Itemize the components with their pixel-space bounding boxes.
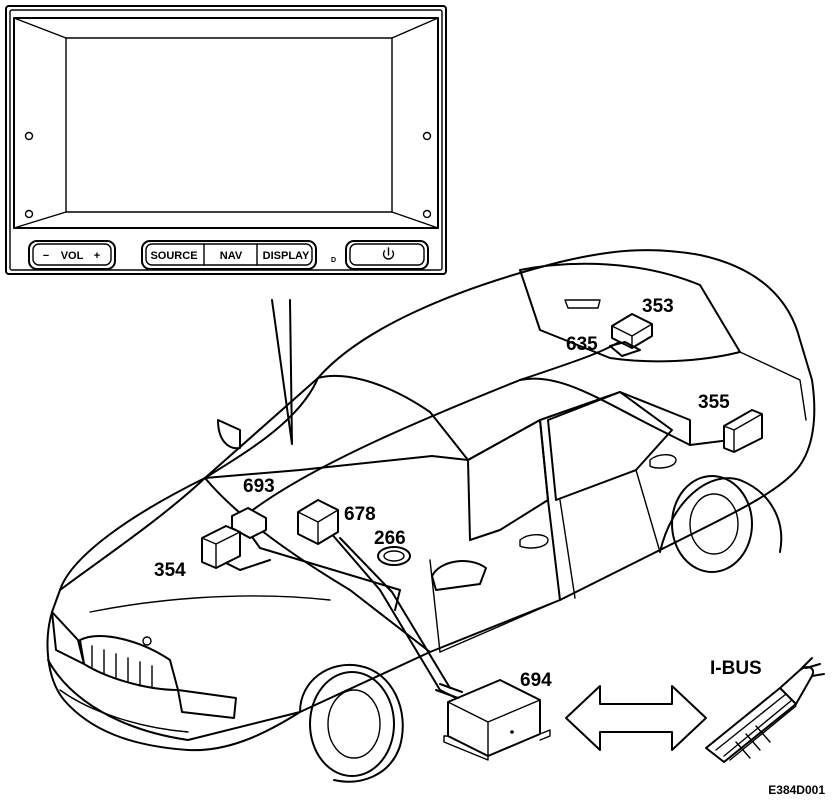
callout-635: 635: [566, 334, 598, 355]
front-wheel: [309, 671, 395, 777]
figure-code: E384D001: [768, 783, 825, 797]
callout-266: 266: [374, 528, 406, 549]
bezel-screw-icon: [422, 131, 432, 141]
antenna-fin: [217, 419, 241, 450]
callout-353: 353: [642, 296, 674, 317]
car-body: [46, 249, 816, 783]
module-694[interactable]: [435, 679, 551, 761]
rear-wheel: [671, 475, 753, 573]
front-grille: [79, 635, 179, 691]
vol-minus-label: −: [43, 250, 49, 262]
bezel-screw-icon: [24, 209, 34, 219]
i-bus-wiring: [219, 335, 731, 701]
rear-wheel-rim: [689, 493, 739, 555]
i-bus-connector-icon: [705, 657, 825, 763]
source-button[interactable]: SOURCE: [150, 250, 197, 262]
bezel-screw-icon: [422, 209, 432, 219]
display-screen-recess: [13, 17, 439, 229]
callout-355: 355: [698, 392, 730, 413]
module-354[interactable]: [201, 525, 241, 569]
headlight-right: [177, 689, 237, 719]
bezel-screw-icon: [24, 131, 34, 141]
module-353[interactable]: [609, 313, 653, 357]
mode-button-group: [141, 240, 317, 270]
nav-button-label: NAV: [220, 250, 243, 262]
callout-693: 693: [243, 476, 275, 497]
vol-label: VOL: [61, 250, 84, 262]
front-wheel-rim: [327, 689, 381, 759]
module-355[interactable]: [723, 409, 763, 453]
display-button-label: DISPLAY: [263, 250, 310, 262]
display-leader-line: [271, 299, 293, 445]
screen-bevel-lines: [13, 17, 439, 229]
speaker-266[interactable]: [377, 546, 411, 566]
callout-694: 694: [520, 670, 552, 691]
vol-plus-label: +: [94, 250, 100, 262]
headlight-left: [51, 611, 85, 665]
bidirectional-arrow-icon: [565, 685, 707, 751]
display-button[interactable]: DISPLAY: [263, 250, 310, 262]
nav-button[interactable]: NAV: [220, 250, 243, 262]
front-wheel-arch: [299, 663, 404, 783]
power-button[interactable]: [345, 240, 429, 270]
rear-wheel-arch: [659, 477, 783, 553]
hood-emblem-icon: [142, 636, 152, 646]
display-unit: − VOL + SOURCE NAV DISPLAY D: [5, 5, 447, 275]
module-678[interactable]: [297, 499, 339, 545]
mode-button-group-inner: [145, 243, 313, 266]
i-bus-label: I-BUS: [710, 658, 762, 679]
ir-sensor-mark: D: [331, 257, 336, 264]
vol-button[interactable]: − VOL +: [28, 240, 116, 270]
callout-354: 354: [154, 560, 186, 581]
power-icon: [382, 247, 395, 260]
callout-678: 678: [344, 504, 376, 525]
source-button-label: SOURCE: [150, 250, 197, 262]
side-mirror: [431, 560, 487, 591]
